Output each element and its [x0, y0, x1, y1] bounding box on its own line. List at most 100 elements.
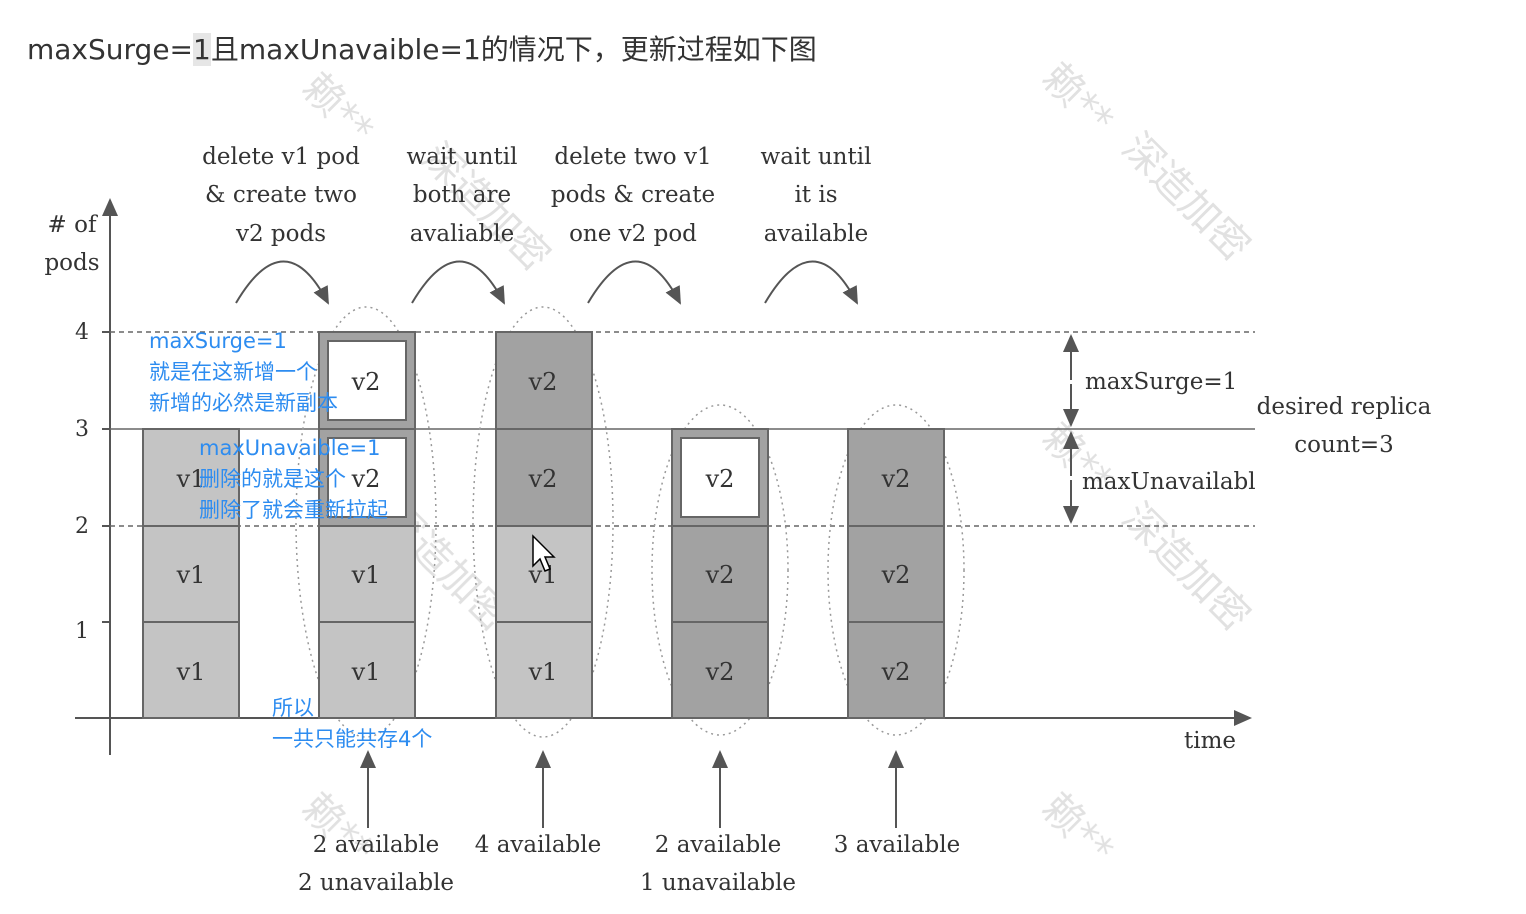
y-axis-label: pods — [44, 250, 99, 276]
watermark-name: 赖** — [1033, 785, 1122, 874]
pod-v2-new-inner — [327, 437, 407, 518]
step-caption-line: wait until — [761, 144, 872, 170]
availability-label: 3 available — [834, 832, 960, 858]
x-axis-label: time — [1184, 728, 1236, 754]
annotation-line: 一共只能共存4个 — [272, 727, 433, 751]
pod-label: v2 — [351, 465, 381, 493]
pod-v2 — [847, 428, 945, 527]
transition-arrow — [235, 260, 329, 305]
snapshot-ellipse — [295, 306, 437, 738]
step-caption-line: pods & create — [551, 182, 715, 208]
pod-label: v1 — [176, 658, 206, 686]
transition-arrow — [411, 260, 505, 305]
step-caption-line: available — [764, 221, 869, 247]
pod-v2 — [847, 525, 945, 623]
stack: v1 v1 v2 v2 — [495, 331, 593, 719]
annotation-line: maxSurge=1 — [149, 329, 287, 353]
watermark-org: 深造加密 — [1113, 125, 1259, 271]
title-highlight: 1 — [193, 33, 211, 66]
pod-v1 — [495, 525, 593, 623]
max-surge-annotation: maxSurge=1 就是在这新增一个 新增的必然是新副本 — [149, 326, 338, 419]
pod-v2 — [847, 621, 945, 719]
pod-label: v2 — [705, 561, 735, 589]
annotation-line: maxUnavaible=1 — [199, 436, 381, 460]
pod-v2 — [495, 428, 593, 527]
watermark-name: 赖** — [293, 65, 382, 154]
stack: v2 v2 v2 — [671, 428, 769, 719]
transition-arrow — [587, 260, 681, 305]
availability-label: 2 available — [313, 832, 439, 858]
pod-label: v1 — [176, 561, 206, 589]
watermark: 赖** 赖** 深造加密 深造加密 赖** 深造加密 深造加密 赖** 赖** — [293, 55, 1259, 874]
step-caption: wait until it is available — [761, 144, 872, 247]
max-surge-label: maxSurge=1 — [1085, 369, 1237, 395]
max-unavailable-label: maxUnavailabl — [1082, 469, 1256, 495]
pod-label: v2 — [528, 368, 558, 396]
pod-v2-new-inner — [680, 437, 760, 518]
step-caption-line: delete two v1 — [554, 144, 711, 170]
pod-label: v2 — [881, 465, 911, 493]
stack: v2 v2 v2 — [847, 428, 945, 719]
mouse-cursor-icon — [532, 534, 556, 572]
y-tick-label: 4 — [75, 320, 89, 345]
step-caption: delete two v1 pods & create one v2 pod — [551, 144, 715, 247]
y-tick-label: 3 — [75, 417, 89, 442]
availability-label: 2 available — [655, 832, 781, 858]
pod-v2 — [495, 331, 593, 430]
stack: v1 v1 v1 — [142, 428, 240, 719]
pod-label: v1 — [176, 465, 206, 493]
snapshot-ellipse — [472, 306, 614, 738]
y-ticks: 1 2 3 4 — [75, 320, 110, 644]
annotation-line: 删除的就是这个 — [199, 467, 346, 491]
pod-label: v2 — [705, 658, 735, 686]
annotation-line: 所以 — [272, 696, 314, 720]
step-caption-line: both are — [413, 182, 511, 208]
step-caption-line: it is — [794, 182, 837, 208]
step-caption-line: avaliable — [410, 221, 515, 247]
pod-label: v2 — [881, 658, 911, 686]
pod-v1 — [318, 525, 416, 623]
pod-v2-new-inner — [327, 340, 407, 421]
pod-label: v2 — [528, 465, 558, 493]
pod-v1 — [142, 428, 240, 527]
step-caption: delete v1 pod & create two v2 pods — [202, 144, 360, 247]
pod-label: v1 — [351, 658, 381, 686]
pod-v1 — [495, 621, 593, 719]
watermark-name: 赖** — [1033, 55, 1122, 144]
availability-label: 4 available — [475, 832, 601, 858]
transition-arrow — [764, 260, 858, 305]
total-annotation: 所以 一共只能共存4个 — [272, 693, 432, 755]
annotation-line: 删除了就会重新拉起 — [199, 498, 388, 522]
step-caption-line: & create two — [205, 182, 357, 208]
pod-v1 — [142, 525, 240, 623]
stack: v1 v1 v2 v2 — [318, 331, 416, 719]
pod-v1 — [318, 621, 416, 719]
watermark-org: 深造加密 — [1113, 495, 1259, 641]
y-axis-label: # of — [48, 212, 98, 238]
pod-label: v2 — [705, 465, 735, 493]
availability-label: 2 unavailable — [298, 870, 454, 896]
annotation-line: 就是在这新增一个 — [149, 360, 317, 384]
pod-label: v2 — [881, 561, 911, 589]
snapshot-ellipse — [827, 404, 965, 736]
page-title: maxSurge=1且maxUnavaible=1的情况下，更新过程如下图 — [27, 28, 817, 68]
pod-label: v1 — [351, 561, 381, 589]
desired-replica-label: desired replica — [1257, 394, 1432, 420]
step-caption-line: wait until — [407, 144, 518, 170]
snapshot-ellipse — [651, 404, 789, 736]
annotation-line: 新增的必然是新副本 — [149, 391, 338, 415]
pod-label: v2 — [351, 368, 381, 396]
max-unavailable-annotation: maxUnavaible=1 删除的就是这个 删除了就会重新拉起 — [199, 433, 388, 526]
y-tick-label: 2 — [75, 514, 89, 539]
step-caption: wait until both are avaliable — [407, 144, 518, 247]
desired-replica-label: count=3 — [1294, 432, 1394, 458]
availability-label: 1 unavailable — [640, 870, 796, 896]
step-caption-line: one v2 pod — [569, 221, 697, 247]
pod-v2 — [671, 621, 769, 719]
title-text-end: 且maxUnavaible=1的情况下，更新过程如下图 — [210, 33, 817, 66]
step-caption-line: delete v1 pod — [202, 144, 360, 170]
pod-v1 — [142, 621, 240, 719]
title-text-start: maxSurge= — [27, 33, 194, 66]
step-caption-line: v2 pods — [235, 221, 326, 247]
